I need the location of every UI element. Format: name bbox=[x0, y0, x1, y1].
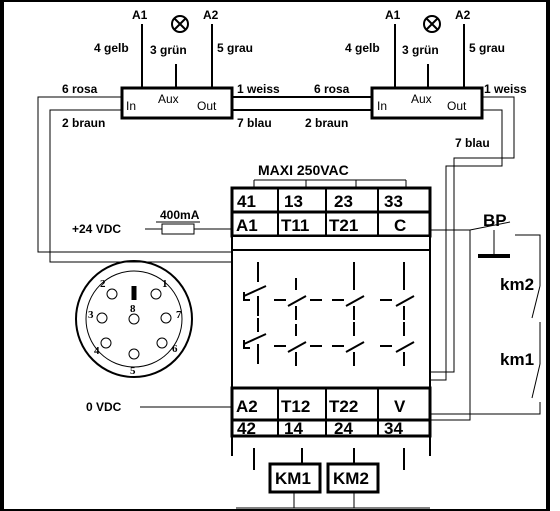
pin-1: 1 bbox=[162, 278, 168, 290]
term-t11: T11 bbox=[281, 216, 309, 235]
term-34: 34 bbox=[384, 419, 403, 438]
term-v: V bbox=[394, 397, 406, 416]
km1-coil bbox=[268, 462, 322, 494]
pin-5: 5 bbox=[130, 365, 136, 377]
term-a1: A1 bbox=[236, 216, 258, 235]
pin-8: 8 bbox=[130, 303, 136, 315]
bp-label: BP bbox=[483, 211, 507, 230]
term-t21: T21 bbox=[329, 216, 358, 235]
connector-8pin: 1 2 3 4 5 6 7 8 bbox=[75, 260, 193, 378]
module2-lamp-a1: A1 bbox=[385, 8, 401, 22]
module2-wire-1: 1 weiss bbox=[484, 82, 527, 96]
term-t22: T22 bbox=[329, 397, 358, 416]
term-33: 33 bbox=[384, 192, 403, 211]
lamp-cross-2 bbox=[425, 17, 439, 31]
km1-label: km1 bbox=[500, 350, 534, 369]
pin-6: 6 bbox=[172, 343, 178, 355]
module1-wire-3: 3 grün bbox=[150, 43, 187, 57]
module1-port-aux: Aux bbox=[158, 92, 179, 106]
module2-wire-5: 5 grau bbox=[469, 41, 505, 55]
relay-contacts bbox=[243, 262, 415, 366]
module2-leads bbox=[394, 24, 465, 88]
relay-terminals: 41 13 23 33 A1 T11 T21 C A2 T12 T22 V 42… bbox=[236, 192, 406, 438]
term-23: 23 bbox=[334, 192, 353, 211]
switch-chain: BP km2 km1 bbox=[430, 211, 541, 421]
term-41: 41 bbox=[237, 192, 256, 211]
module2-wire-2: 2 braun bbox=[305, 116, 348, 130]
relay-block: MAXI 250VAC bbox=[230, 162, 432, 470]
module1-wire-7: 7 blau bbox=[237, 116, 272, 130]
term-t12: T12 bbox=[281, 397, 310, 416]
pin-7: 7 bbox=[176, 309, 182, 321]
module2-wire-3: 3 grün bbox=[402, 43, 439, 57]
module2-port-out: Out bbox=[447, 99, 467, 113]
module2-lamp-a2: A2 bbox=[455, 8, 471, 22]
module1-wire-2: 2 braun bbox=[62, 116, 105, 130]
lamp-cross-1 bbox=[173, 17, 187, 31]
pin-3: 3 bbox=[88, 309, 94, 321]
supply-zero: 0 VDC bbox=[86, 400, 122, 414]
km2-coil bbox=[326, 462, 380, 494]
km1-coil-label: KM1 bbox=[275, 469, 311, 488]
module1-box bbox=[120, 86, 234, 120]
module-1: A1 A2 4 gelb 3 grün 5 grau In Aux Out 6 … bbox=[62, 8, 280, 130]
module2-box bbox=[370, 86, 484, 120]
pin-4: 4 bbox=[94, 345, 100, 357]
module1-wire-5: 5 grau bbox=[217, 41, 253, 55]
module2-wire-7: 7 blau bbox=[455, 136, 490, 150]
module1-port-in: In bbox=[126, 99, 136, 113]
fuse-label: 400mA bbox=[160, 208, 200, 222]
output-coils: KM1 KM2 bbox=[236, 462, 430, 509]
relay-title: MAXI 250VAC bbox=[258, 162, 349, 178]
lamp-icon-2 bbox=[423, 15, 441, 33]
term-42: 42 bbox=[237, 419, 256, 438]
pin-2: 2 bbox=[100, 278, 106, 290]
module2-wire-4: 4 gelb bbox=[345, 41, 380, 55]
module2-port-aux: Aux bbox=[411, 92, 432, 106]
module1-wire-6: 6 rosa bbox=[62, 82, 98, 96]
term-24: 24 bbox=[334, 419, 353, 438]
km2-label: km2 bbox=[500, 275, 534, 294]
term-13: 13 bbox=[284, 192, 303, 211]
module1-wire-4: 4 gelb bbox=[94, 41, 129, 55]
module2-wire-6: 6 rosa bbox=[314, 82, 350, 96]
module1-port-out: Out bbox=[197, 99, 217, 113]
term-a2: A2 bbox=[236, 397, 258, 416]
module1-wire-1: 1 weiss bbox=[237, 82, 280, 96]
lamp-icon-1 bbox=[171, 15, 189, 33]
module1-lamp-a2: A2 bbox=[203, 8, 219, 22]
fuse-symbol bbox=[161, 223, 195, 235]
supply: +24 VDC 400mA 0 VDC bbox=[72, 208, 232, 414]
module1-leads bbox=[141, 24, 213, 88]
module-2: A1 A2 4 gelb 3 grün 5 grau In Aux Out 6 … bbox=[305, 8, 527, 150]
supply-plus: +24 VDC bbox=[72, 222, 121, 236]
module1-lamp-a1: A1 bbox=[132, 8, 148, 22]
term-c: C bbox=[394, 216, 406, 235]
km2-coil-label: KM2 bbox=[333, 469, 369, 488]
module2-port-in: In bbox=[377, 99, 387, 113]
term-14: 14 bbox=[284, 419, 303, 438]
